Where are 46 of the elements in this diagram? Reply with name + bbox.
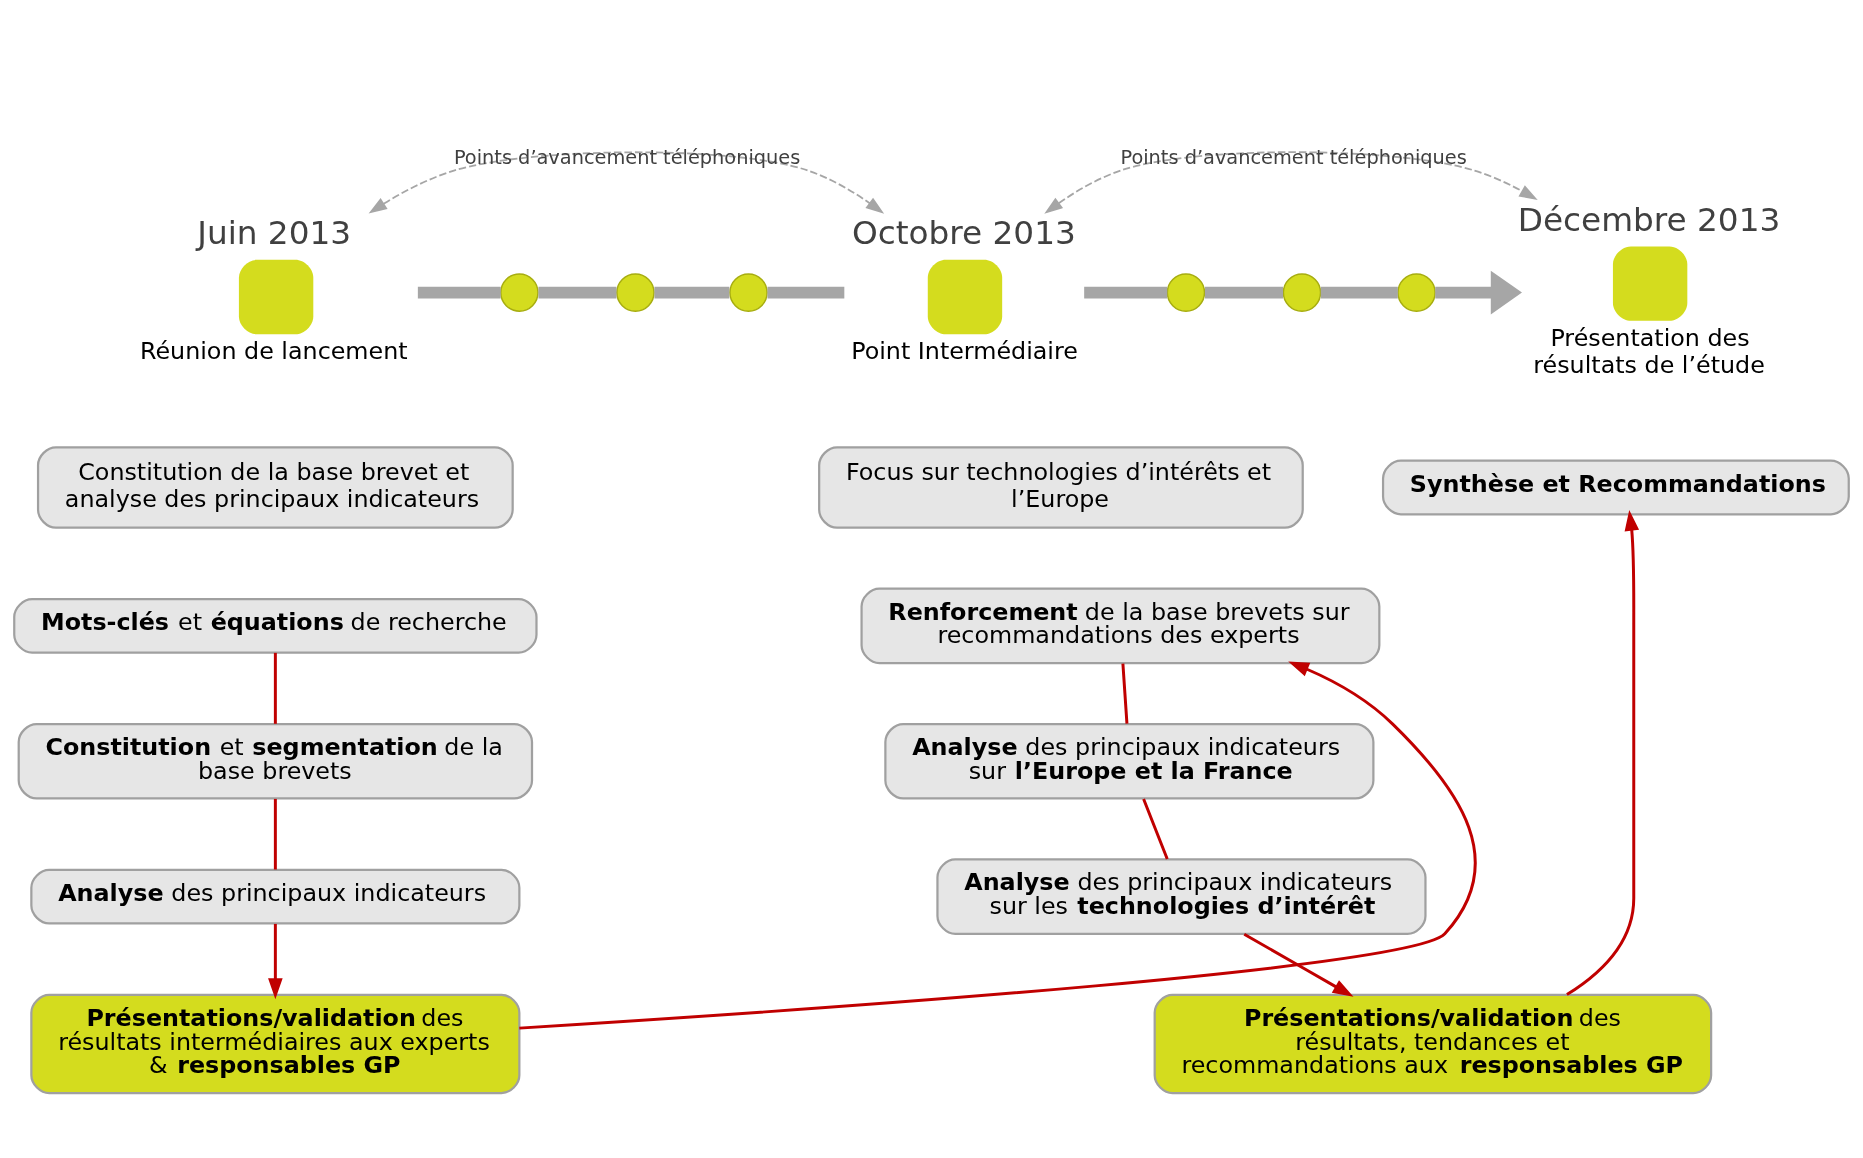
arrow (268, 923, 283, 1000)
arrow (1044, 151, 1538, 214)
node-circle (729, 273, 768, 312)
node-circle (1166, 273, 1206, 312)
arrow (519, 661, 1477, 1030)
connector (1320, 286, 1398, 299)
arrow (1243, 932, 1354, 997)
node-box: Constitution et segmentation de la base brevets (17, 722, 534, 800)
node-circle (1282, 273, 1322, 312)
node-box: Analyse des principaux indicateurs (30, 868, 521, 925)
node-box: Analyse des principaux indicateurs sur l’Europe et la France (884, 722, 1375, 800)
connector (1142, 798, 1169, 860)
connector (538, 286, 617, 299)
node-box: Constitution de la base brevet et analyse des principaux indicateurs (36, 446, 514, 529)
arrow (368, 151, 885, 214)
node-box: Renforcement de la base brevets sur recommandations des experts (860, 587, 1381, 665)
connector (273, 798, 277, 870)
connector (273, 652, 277, 724)
node-box: Mots-clés et équations de recherche (13, 597, 538, 654)
node-circle (1397, 273, 1436, 312)
connector (1204, 286, 1284, 299)
edge-label: Points d’avancement téléphoniques (453, 145, 801, 169)
node-box (927, 259, 1003, 335)
arrow (1435, 270, 1522, 315)
connector (417, 286, 501, 299)
node-box: Focus sur technologies d’intérêts et l’Europe (818, 446, 1304, 529)
node-label: Présentation des résultats de l’étude (1533, 323, 1765, 379)
node-box (238, 259, 314, 335)
connector (767, 286, 845, 299)
node-box: Présentations/validation des résultats, tendances et recommandations aux responsables GP (1153, 993, 1713, 1095)
connector (1121, 663, 1129, 724)
node-box: Synthèse et Recommandations (1381, 459, 1850, 516)
node-box (1612, 246, 1688, 321)
node-box: Analyse des principaux indicateurs sur les technologies d’intérêt (936, 858, 1427, 935)
node-circle (616, 273, 655, 312)
node-label: Octobre 2013 (851, 214, 1076, 253)
connector (654, 286, 730, 299)
connector (1084, 286, 1168, 299)
node-circle (500, 273, 539, 312)
node-label: Réunion de lancement (139, 337, 408, 366)
node-box: Présentations/validation des résultats intermédiaires aux experts & responsables GP (30, 993, 521, 1095)
node-label: Décembre 2013 (1517, 200, 1781, 239)
arrow (1566, 509, 1640, 996)
node-label: Point Intermédiaire (851, 337, 1078, 366)
edge-label: Points d’avancement téléphoniques (1120, 145, 1467, 169)
node-label: Juin 2013 (197, 214, 352, 253)
